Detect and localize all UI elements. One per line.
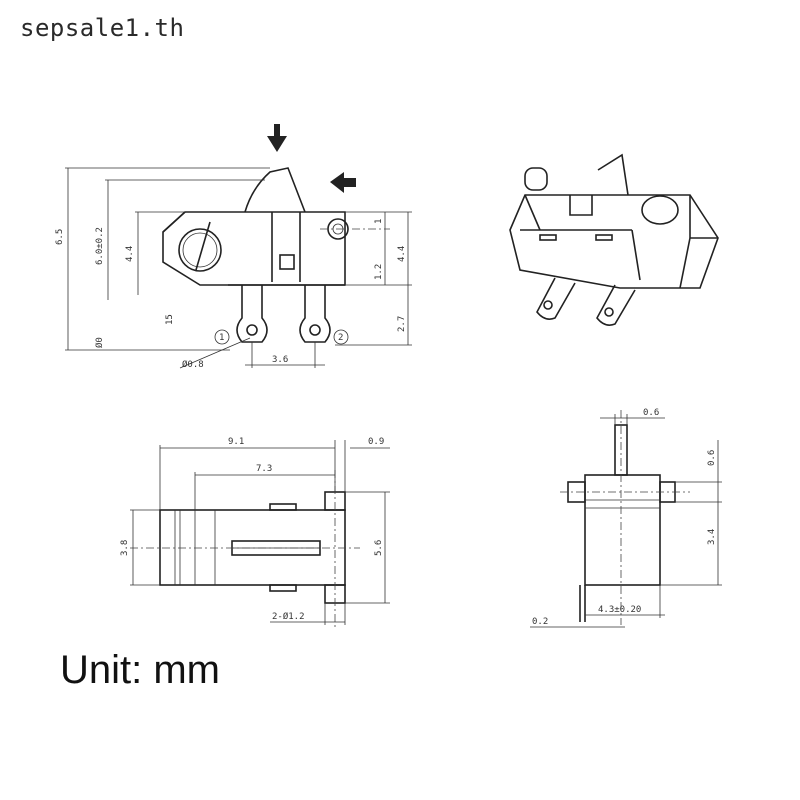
dim-flange: 0.9 [368, 437, 384, 447]
bottom-view: 9.1 0.9 7.3 3.8 5.6 2-Ø1.2 [120, 437, 390, 630]
front-view: 1 2 6.5 6.0±0.2 4.4 4.4 1 1.2 2.7 Ø0 15 … [55, 124, 412, 370]
dim-pin-offset: 1.2 [374, 264, 384, 280]
dim-body-height: 4.4 [125, 246, 135, 262]
press-arrow-left-icon [330, 172, 356, 193]
dim-base-ref: Ø0 [94, 337, 105, 348]
dim-hole-dia: Ø0.8 [182, 359, 204, 370]
dim-length: 9.1 [228, 437, 244, 447]
dim-mount-holes: 2-Ø1.2 [272, 611, 305, 622]
dim-inner-length: 7.3 [256, 464, 272, 474]
dim-terminal-length: 2.7 [397, 316, 407, 332]
dim-mount-span: 5.6 [374, 540, 384, 556]
watermark-text: sepsale1.th [20, 14, 185, 42]
dim-body-height: 3.4 [707, 529, 717, 545]
dim-actuator-height: 0.6 [707, 450, 717, 466]
side-view: 0.6 0.6 3.4 4.3±0.20 0.2 [530, 408, 722, 628]
press-arrow-down-icon [267, 124, 287, 152]
unit-label: Unit: mm [60, 648, 220, 692]
dim-terminal-thickness: 0.2 [532, 617, 548, 627]
dim-angle-mark: 15 [165, 314, 175, 325]
dim-overall-height: 6.5 [55, 229, 65, 245]
isometric-view [509, 153, 719, 326]
dim-actuator-width: 0.6 [643, 408, 659, 418]
dim-depth: 4.3±0.20 [598, 605, 641, 615]
dim-pitch: 3.6 [272, 355, 288, 365]
dim-body-height-right: 4.4 [397, 246, 407, 262]
dim-body-plus-lever: 6.0±0.2 [95, 227, 105, 265]
dim-top-offset: 1 [374, 219, 384, 224]
terminal-1-label: 1 [219, 333, 224, 343]
dim-width: 3.8 [120, 540, 130, 556]
terminal-2-label: 2 [338, 333, 343, 343]
